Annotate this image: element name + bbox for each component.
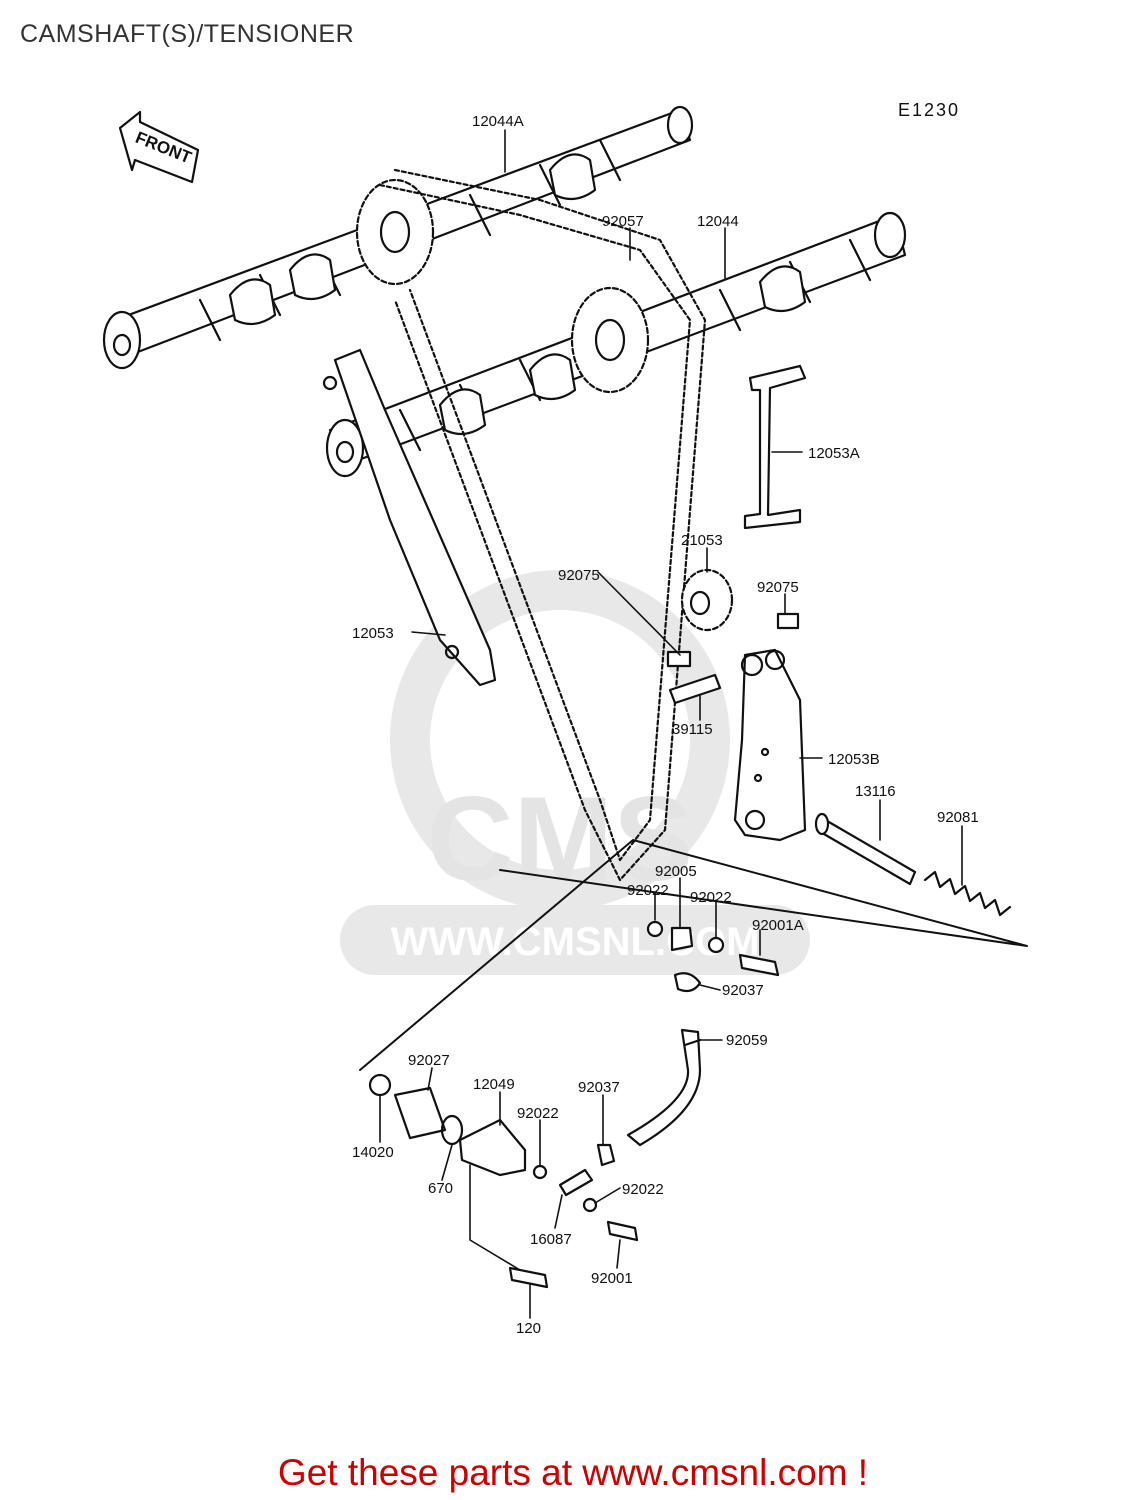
oring-670 xyxy=(440,1114,464,1146)
tensioner-arm xyxy=(733,648,807,842)
watermark-url: WWW.CMSNL.COM xyxy=(391,920,760,964)
watermark-brand: CMS xyxy=(427,772,694,906)
part-label: 92075 xyxy=(558,567,600,584)
idler-sprocket xyxy=(680,568,734,632)
chain-guide-front xyxy=(322,348,497,687)
part-label: 12044A xyxy=(472,113,524,130)
part-label: 12053B xyxy=(828,751,880,768)
part-label: 92027 xyxy=(408,1052,450,1069)
bolt-92001 xyxy=(606,1220,639,1242)
part-label: 39115 xyxy=(672,721,713,738)
footer-link[interactable]: Get these parts at www.cmsnl.com ! xyxy=(277,1452,869,1493)
washer-92022-c xyxy=(532,1164,548,1180)
part-label: 92081 xyxy=(937,809,979,826)
part-label: 13116 xyxy=(855,783,896,800)
plug-14020 xyxy=(368,1073,392,1097)
part-label: 92022 xyxy=(627,882,669,899)
hose-92059 xyxy=(626,1028,702,1147)
clamp-92037-upper xyxy=(673,972,702,993)
pad-92075-left xyxy=(666,650,692,668)
part-label: 92001A xyxy=(752,917,804,934)
part-label: 12053 xyxy=(352,625,394,642)
part-label: 12053A xyxy=(808,445,860,462)
part-label: 120 xyxy=(516,1320,541,1337)
part-label: 92001 xyxy=(591,1270,633,1287)
pad-92075-right xyxy=(776,612,800,630)
bolt-92001A xyxy=(738,953,780,977)
page-title: CAMSHAFT(S)/TENSIONER xyxy=(20,20,355,48)
part-label: 670 xyxy=(428,1180,453,1197)
diagram-code: E1230 xyxy=(898,100,961,120)
bolt-120 xyxy=(508,1266,549,1289)
part-label: 92059 xyxy=(726,1032,768,1049)
bolt-92005 xyxy=(670,926,694,952)
watermark: CMS WWW.CMSNL.COM xyxy=(340,570,810,975)
part-label: 92037 xyxy=(578,1079,620,1096)
spring xyxy=(923,870,1012,917)
leader-lines xyxy=(379,129,963,1319)
cam-chain xyxy=(378,168,707,882)
part-label: 92022 xyxy=(517,1105,559,1122)
part-label: 12049 xyxy=(473,1076,515,1093)
pin-39115 xyxy=(668,673,722,705)
part-label: 92057 xyxy=(602,213,644,230)
part-label: 12044 xyxy=(697,213,739,230)
part-label: 92075 xyxy=(757,579,799,596)
washer-92022-a xyxy=(646,920,664,938)
sprocket-exhaust xyxy=(570,286,650,394)
explode-boundary xyxy=(359,839,1028,1071)
union-16087 xyxy=(558,1168,594,1197)
washer-92022-b xyxy=(707,936,725,954)
part-labels: 12044A 12044 92057 12053A 21053 92075 92… xyxy=(352,113,979,1337)
sprocket-intake xyxy=(355,178,435,286)
part-label: 14020 xyxy=(352,1144,394,1161)
pushrod xyxy=(814,812,917,886)
filter-92027 xyxy=(393,1086,447,1140)
part-label: 92005 xyxy=(655,863,697,880)
clamp-92037-lower xyxy=(596,1143,616,1167)
part-label: 16087 xyxy=(530,1231,572,1248)
washer-92022-d xyxy=(582,1197,598,1213)
chain-guide-upper xyxy=(743,364,807,530)
front-arrow-icon: FRONT xyxy=(118,110,200,184)
part-label: 92022 xyxy=(690,889,732,906)
part-label: 92037 xyxy=(722,982,764,999)
part-label: 92022 xyxy=(622,1181,664,1198)
part-label: 21053 xyxy=(681,532,723,549)
